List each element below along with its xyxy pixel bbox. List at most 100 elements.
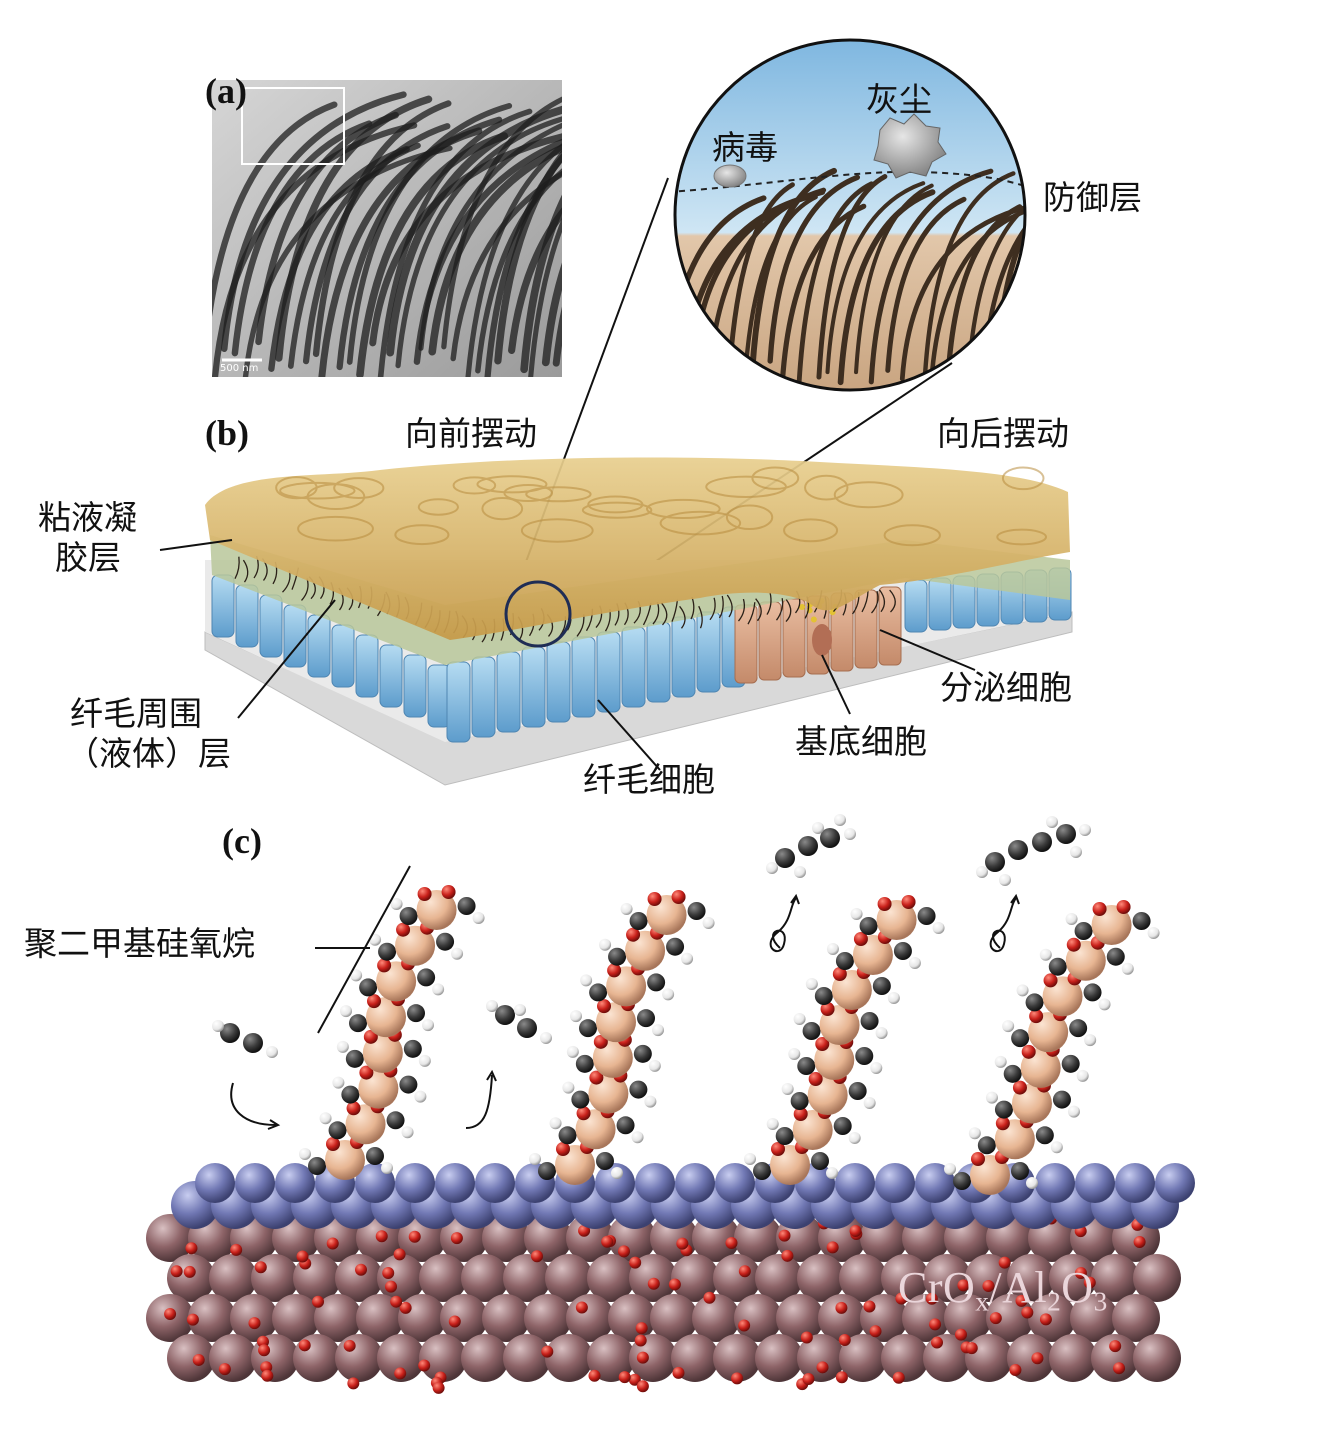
periciliary-layer-label: 纤毛周围 （液体）层 xyxy=(66,694,231,775)
secretion-granule xyxy=(810,616,817,623)
carbon-atom xyxy=(517,1018,537,1038)
chromium-atom xyxy=(235,1163,275,1203)
hydrogen-atom xyxy=(332,1076,345,1089)
oxygen-atom xyxy=(957,1279,970,1292)
carbon-atom xyxy=(859,917,878,935)
ciliated-cell xyxy=(571,636,596,718)
carbon-atom xyxy=(1025,993,1044,1012)
hydrogen-atom xyxy=(870,1062,883,1074)
oxygen-atom xyxy=(1043,973,1058,988)
alumina-atom xyxy=(923,1334,971,1382)
oxygen-atom xyxy=(326,1137,340,1151)
oxygen-atom xyxy=(541,1345,554,1358)
oxygen-atom xyxy=(1066,937,1081,952)
hydrogen-atom xyxy=(766,1118,779,1130)
oxygen-atom xyxy=(725,1236,738,1249)
mucus-blob xyxy=(481,497,524,521)
inset-cilium xyxy=(922,171,1016,387)
oxygen-atom xyxy=(254,1261,267,1274)
carbon-atom xyxy=(775,1127,794,1145)
chromium-atom xyxy=(715,1163,755,1203)
alumina-atom xyxy=(965,1334,1013,1382)
oxygen-atom xyxy=(1092,902,1107,916)
mucus-blob xyxy=(417,498,459,516)
oxygen-atom xyxy=(393,1248,406,1261)
alumina-atom xyxy=(461,1254,509,1302)
oxygen-atom xyxy=(448,1315,461,1328)
oxygen-atom xyxy=(1009,1364,1022,1377)
hydrogen-atom xyxy=(793,1013,806,1025)
carbon-atom xyxy=(243,1033,263,1053)
mucus-blob xyxy=(804,474,849,501)
hydrogen-atom xyxy=(414,1090,427,1103)
cilium xyxy=(718,595,724,619)
oxygen-atom xyxy=(359,1065,374,1080)
mucus-blob xyxy=(306,483,366,511)
oxygen-atom xyxy=(781,1249,794,1262)
carbon-atom xyxy=(366,1147,384,1165)
hydrogen-atom xyxy=(648,1059,661,1072)
carbon-atom xyxy=(647,973,666,992)
carbon-atom xyxy=(629,1080,648,1099)
carbon-atom xyxy=(977,1136,996,1155)
carbon-atom xyxy=(820,828,840,848)
carbon-atom xyxy=(811,1152,829,1170)
mucus-blob xyxy=(646,498,721,520)
alumina-atom xyxy=(650,1294,698,1342)
hydrogen-atom xyxy=(1039,948,1052,961)
oxygen-atom xyxy=(863,1300,876,1313)
arrow-in-head xyxy=(267,1119,281,1130)
micrograph-strand xyxy=(346,102,513,365)
hydrocarbon-molecule xyxy=(486,1000,552,1044)
carbon-atom xyxy=(629,912,648,930)
oxygen-atom xyxy=(738,1265,751,1278)
pdms-chain xyxy=(944,900,1160,1195)
alumina-atom xyxy=(419,1334,467,1382)
hydrogen-atom xyxy=(1065,913,1078,925)
inset-cilium xyxy=(854,183,934,375)
ciliated-cells-front xyxy=(446,567,1072,743)
oxygen-atom xyxy=(826,1241,839,1254)
hydrogen-atom xyxy=(848,1132,861,1144)
oxygen-atom xyxy=(343,1339,356,1352)
oxygen-atom xyxy=(835,1301,848,1314)
carbon-atom xyxy=(608,947,627,966)
oxygen-atom xyxy=(375,1230,388,1243)
chromium-atom xyxy=(1115,1163,1155,1203)
panel-label-c: (c) xyxy=(222,821,262,861)
alumina-atom xyxy=(1049,1254,1097,1302)
oxygen-atom xyxy=(853,932,868,946)
alumina-atom xyxy=(713,1254,761,1302)
formula-al: /Al xyxy=(989,1263,1048,1312)
micrograph-strand xyxy=(494,149,562,365)
alumina-atom xyxy=(335,1334,383,1382)
arrow-out-head xyxy=(486,1069,497,1082)
oxygen-atom xyxy=(183,1265,196,1278)
oxygen-atom xyxy=(164,1307,177,1320)
carbon-atom xyxy=(666,937,685,956)
carbon-atom xyxy=(571,1090,590,1109)
cilium xyxy=(679,605,686,629)
hydrogen-atom xyxy=(212,1020,224,1032)
oxygen-atom xyxy=(676,1237,689,1250)
carbon-atom xyxy=(872,977,891,995)
inset-cilium xyxy=(779,203,867,385)
gas-molecules xyxy=(212,814,1091,1058)
ciliated-cell xyxy=(596,631,621,713)
dust-particle xyxy=(873,113,947,179)
oxygen-atom xyxy=(396,922,411,937)
alumina-atom xyxy=(482,1294,530,1342)
oxygen-atom xyxy=(838,1334,851,1347)
alumina-atom xyxy=(587,1254,635,1302)
alumina-atom xyxy=(1028,1294,1076,1342)
oxygen-atom xyxy=(869,1325,882,1338)
hydrogen-atom xyxy=(336,1040,349,1053)
support-formula: CrOx/Al2O3 xyxy=(898,1262,1108,1318)
carbon-atom xyxy=(855,1047,874,1065)
oxygen-atom xyxy=(1021,1044,1036,1059)
carbon-atom xyxy=(359,978,378,997)
hydrogen-atom xyxy=(826,943,839,955)
carbon-atom xyxy=(386,1111,405,1130)
alumina-atom xyxy=(503,1334,551,1382)
oxygen-atom xyxy=(793,1107,808,1121)
